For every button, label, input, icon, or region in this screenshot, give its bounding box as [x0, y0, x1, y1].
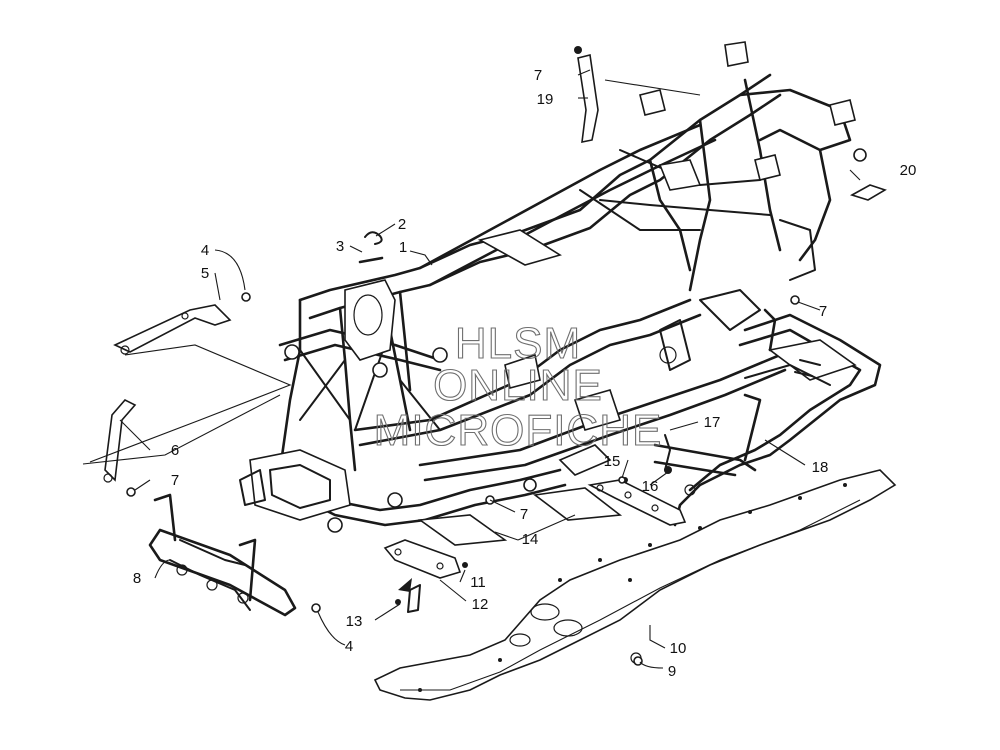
callout-15: 15 — [604, 453, 621, 470]
rear-strut — [574, 46, 701, 144]
callout-19: 19 — [537, 91, 554, 108]
front-bumper — [148, 493, 297, 617]
callout-7-top: 7 — [534, 67, 542, 84]
callouts: 2 3 1 4 5 6 7 7 19 20 7 17 18 15 16 7 14… — [133, 67, 917, 680]
callout-7-mid: 7 — [520, 506, 528, 523]
callout-3: 3 — [336, 238, 344, 255]
foot-pads — [417, 487, 623, 546]
callout-7-right: 7 — [819, 303, 827, 320]
watermark: HLSM ONLINE MICROFICHE — [373, 318, 663, 455]
callout-9: 9 — [668, 663, 676, 680]
callout-1: 1 — [399, 239, 407, 256]
skid-plate — [373, 469, 897, 701]
callout-4-top: 4 — [201, 242, 209, 259]
callout-20: 20 — [900, 162, 917, 179]
main-frame — [239, 41, 867, 533]
leader-lines — [119, 69, 861, 669]
watermark-line-3: MICROFICHE — [374, 406, 663, 455]
callout-8: 8 — [133, 570, 141, 587]
callout-6: 6 — [171, 442, 179, 459]
callout-13: 13 — [346, 613, 363, 630]
callout-17: 17 — [704, 414, 721, 431]
callout-18: 18 — [812, 459, 829, 476]
decal — [849, 184, 887, 201]
callout-16: 16 — [642, 478, 659, 495]
callout-11: 11 — [470, 574, 486, 591]
callout-2: 2 — [398, 216, 406, 233]
front-mount-brackets — [82, 304, 292, 483]
clip-and-pin — [358, 231, 384, 264]
callout-12: 12 — [472, 596, 489, 613]
rear-extension-frame — [673, 308, 882, 527]
watermark-line-2: ONLINE — [433, 361, 603, 410]
callout-14: 14 — [522, 531, 539, 548]
cross-tube — [653, 434, 757, 496]
callout-5: 5 — [201, 265, 209, 282]
watermark-line-1: HLSM — [455, 319, 581, 368]
mount-bracket — [383, 539, 468, 613]
callout-7-left: 7 — [171, 472, 179, 489]
fasteners — [126, 292, 800, 666]
callout-4-bottom: 4 — [345, 638, 353, 655]
callout-10: 10 — [670, 640, 687, 657]
